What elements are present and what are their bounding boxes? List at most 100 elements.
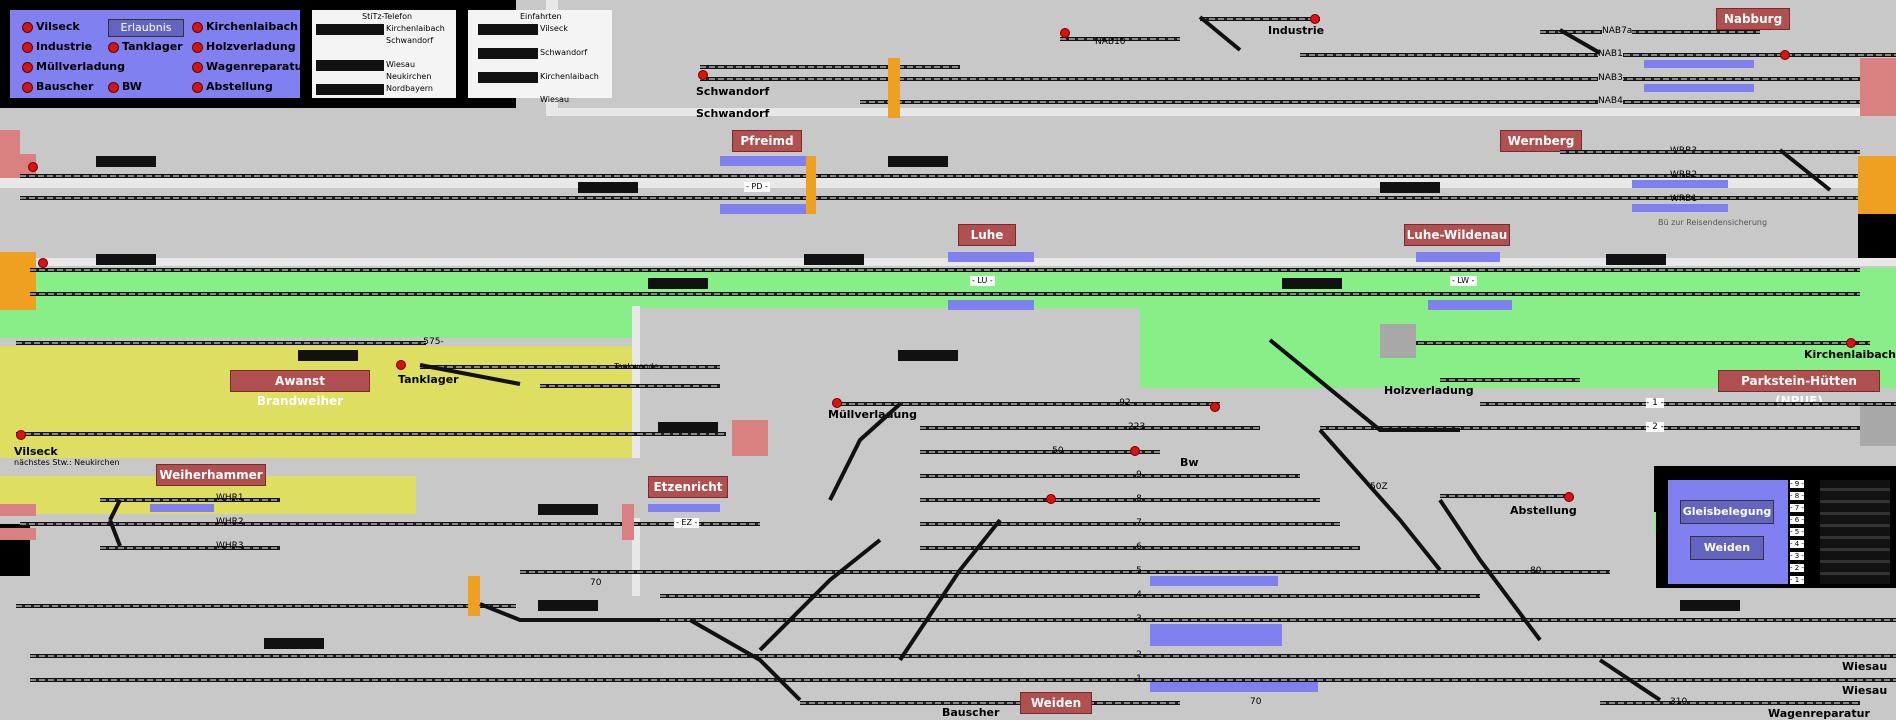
legend-kirchenlaibach[interactable]: Kirchenlaibach xyxy=(192,20,298,33)
track-pfreimd-1[interactable] xyxy=(20,174,1896,178)
track-luhe-1[interactable] xyxy=(30,268,1860,272)
einfahrt-kirchenlaibach[interactable]: Kirchenlaibach xyxy=(540,72,599,81)
train-counter[interactable] xyxy=(888,156,948,167)
track-luhe-2[interactable] xyxy=(30,292,1860,296)
gleis-track-2[interactable]: - 2 - xyxy=(1790,564,1804,572)
station-weiden[interactable]: Weiden xyxy=(1020,692,1092,714)
gleisbelegung-button[interactable]: Gleisbelegung xyxy=(1680,500,1774,524)
train-counter[interactable] xyxy=(264,638,324,649)
legend-vilseck[interactable]: Vilseck xyxy=(22,20,80,33)
signal[interactable] xyxy=(1846,338,1856,348)
track-tanklager[interactable] xyxy=(420,365,720,369)
legend-industrie[interactable]: Industrie xyxy=(22,40,92,53)
track-92[interactable] xyxy=(840,402,1220,406)
station-wernberg[interactable]: Wernberg xyxy=(1500,130,1582,152)
train-counter[interactable] xyxy=(648,278,708,289)
track-nab7a[interactable] xyxy=(1540,30,1760,34)
einfahrt-vilseck[interactable]: Vilseck xyxy=(540,24,568,33)
signal[interactable] xyxy=(698,70,708,80)
track-bauscher[interactable] xyxy=(800,701,1180,705)
einfahrt-counter[interactable] xyxy=(478,48,538,59)
gleis-track-8[interactable]: - 8 - xyxy=(1790,492,1804,500)
legend-muellverladung[interactable]: Müllverladung xyxy=(22,60,125,73)
signal[interactable] xyxy=(396,360,406,370)
track-1[interactable] xyxy=(30,678,1896,682)
train-counter[interactable] xyxy=(658,422,718,433)
track-industrie[interactable] xyxy=(1200,17,1320,21)
track-8[interactable] xyxy=(920,498,1320,502)
track-3[interactable] xyxy=(660,618,1896,622)
signal[interactable] xyxy=(1046,494,1056,504)
track-223[interactable] xyxy=(920,426,1260,430)
phone-schwandorf[interactable]: Schwandorf xyxy=(386,36,434,45)
einfahrt-schwandorf[interactable]: Schwandorf xyxy=(540,48,588,57)
gleis-track-4[interactable]: - 4 - xyxy=(1790,540,1804,548)
gleis-track-7[interactable]: - 7 - xyxy=(1790,504,1804,512)
phone-wiesau[interactable]: Wiesau xyxy=(386,60,416,69)
track-vilseck[interactable] xyxy=(16,432,726,436)
station-weiherhammer[interactable]: Weiherhammer xyxy=(156,464,266,486)
track-abstellung[interactable] xyxy=(1440,494,1568,498)
station-luhe[interactable]: Luhe xyxy=(958,224,1016,246)
track-tankwende[interactable] xyxy=(540,384,720,388)
track-6[interactable] xyxy=(920,546,1360,550)
train-counter[interactable] xyxy=(804,254,864,265)
track-nab10[interactable] xyxy=(1060,37,1180,41)
train-counter[interactable] xyxy=(1282,278,1342,289)
legend-tanklager[interactable]: Tanklager xyxy=(108,40,183,53)
station-pfreimd[interactable]: Pfreimd xyxy=(732,130,802,152)
track-parkstein-2[interactable] xyxy=(1320,426,1896,430)
train-counter[interactable] xyxy=(538,504,598,515)
signal[interactable] xyxy=(1780,50,1790,60)
track-7[interactable] xyxy=(920,522,1340,526)
signal[interactable] xyxy=(832,398,842,408)
legend-wagenreparatur[interactable]: Wagenreparatur xyxy=(192,60,308,73)
gleis-track-9[interactable]: - 9 - xyxy=(1790,480,1804,488)
track-2[interactable] xyxy=(30,654,1896,658)
track-50[interactable] xyxy=(920,450,1160,454)
signal[interactable] xyxy=(28,162,38,172)
track-nab4[interactable] xyxy=(860,100,1896,104)
train-counter[interactable] xyxy=(1380,182,1440,193)
train-counter[interactable] xyxy=(96,156,156,167)
signal[interactable] xyxy=(1130,446,1140,456)
gleis-track-3[interactable]: - 3 - xyxy=(1790,552,1804,560)
legend-holzverladung[interactable]: Holzverladung xyxy=(192,40,296,53)
gleis-track-5[interactable]: - 5 - xyxy=(1790,528,1804,536)
train-counter[interactable] xyxy=(96,254,156,265)
track-nab3[interactable] xyxy=(700,77,1896,81)
signal[interactable] xyxy=(1060,28,1070,38)
einfahrt-wiesau[interactable]: Wiesau xyxy=(540,95,570,104)
signal[interactable] xyxy=(1564,492,1574,502)
track-5[interactable] xyxy=(520,570,1610,574)
train-counter[interactable] xyxy=(538,600,598,611)
einfahrt-counter[interactable] xyxy=(478,72,538,83)
legend-bw[interactable]: BW xyxy=(108,80,142,93)
station-nabburg[interactable]: Nabburg xyxy=(1716,8,1790,30)
signal[interactable] xyxy=(1210,402,1220,412)
phone-counter[interactable] xyxy=(316,24,384,35)
track-4[interactable] xyxy=(660,594,1480,598)
gleis-track-1[interactable]: - 1 - xyxy=(1790,576,1804,584)
legend-bauscher[interactable]: Bauscher xyxy=(22,80,93,93)
train-counter[interactable] xyxy=(898,350,958,361)
track-whr2[interactable] xyxy=(20,522,760,526)
signal[interactable] xyxy=(1310,14,1320,24)
track-wagenreparatur[interactable] xyxy=(1600,701,1860,705)
einfahrt-counter[interactable] xyxy=(478,24,538,35)
phone-kirchenlaibach[interactable]: Kirchenlaibach xyxy=(386,24,445,33)
track-kirchenlaibach[interactable] xyxy=(1400,341,1870,345)
track-whr3[interactable] xyxy=(100,546,280,550)
track-brandweiher[interactable] xyxy=(16,341,426,345)
track-wrb3[interactable] xyxy=(1560,150,1860,154)
station-luhe-wildenau[interactable]: Luhe-Wildenau xyxy=(1404,224,1510,246)
train-counter[interactable] xyxy=(298,350,358,361)
station-awanst-brandweiher[interactable]: Awanst Brandweiher xyxy=(230,370,370,408)
phone-counter[interactable] xyxy=(316,84,384,95)
gleis-track-6[interactable]: - 6 - xyxy=(1790,516,1804,524)
station-etzenricht[interactable]: Etzenricht xyxy=(648,476,728,498)
track-whr1[interactable] xyxy=(100,498,280,502)
train-counter[interactable] xyxy=(1606,254,1666,265)
train-counter[interactable] xyxy=(578,182,638,193)
track-pfreimd-2[interactable] xyxy=(20,196,1896,200)
